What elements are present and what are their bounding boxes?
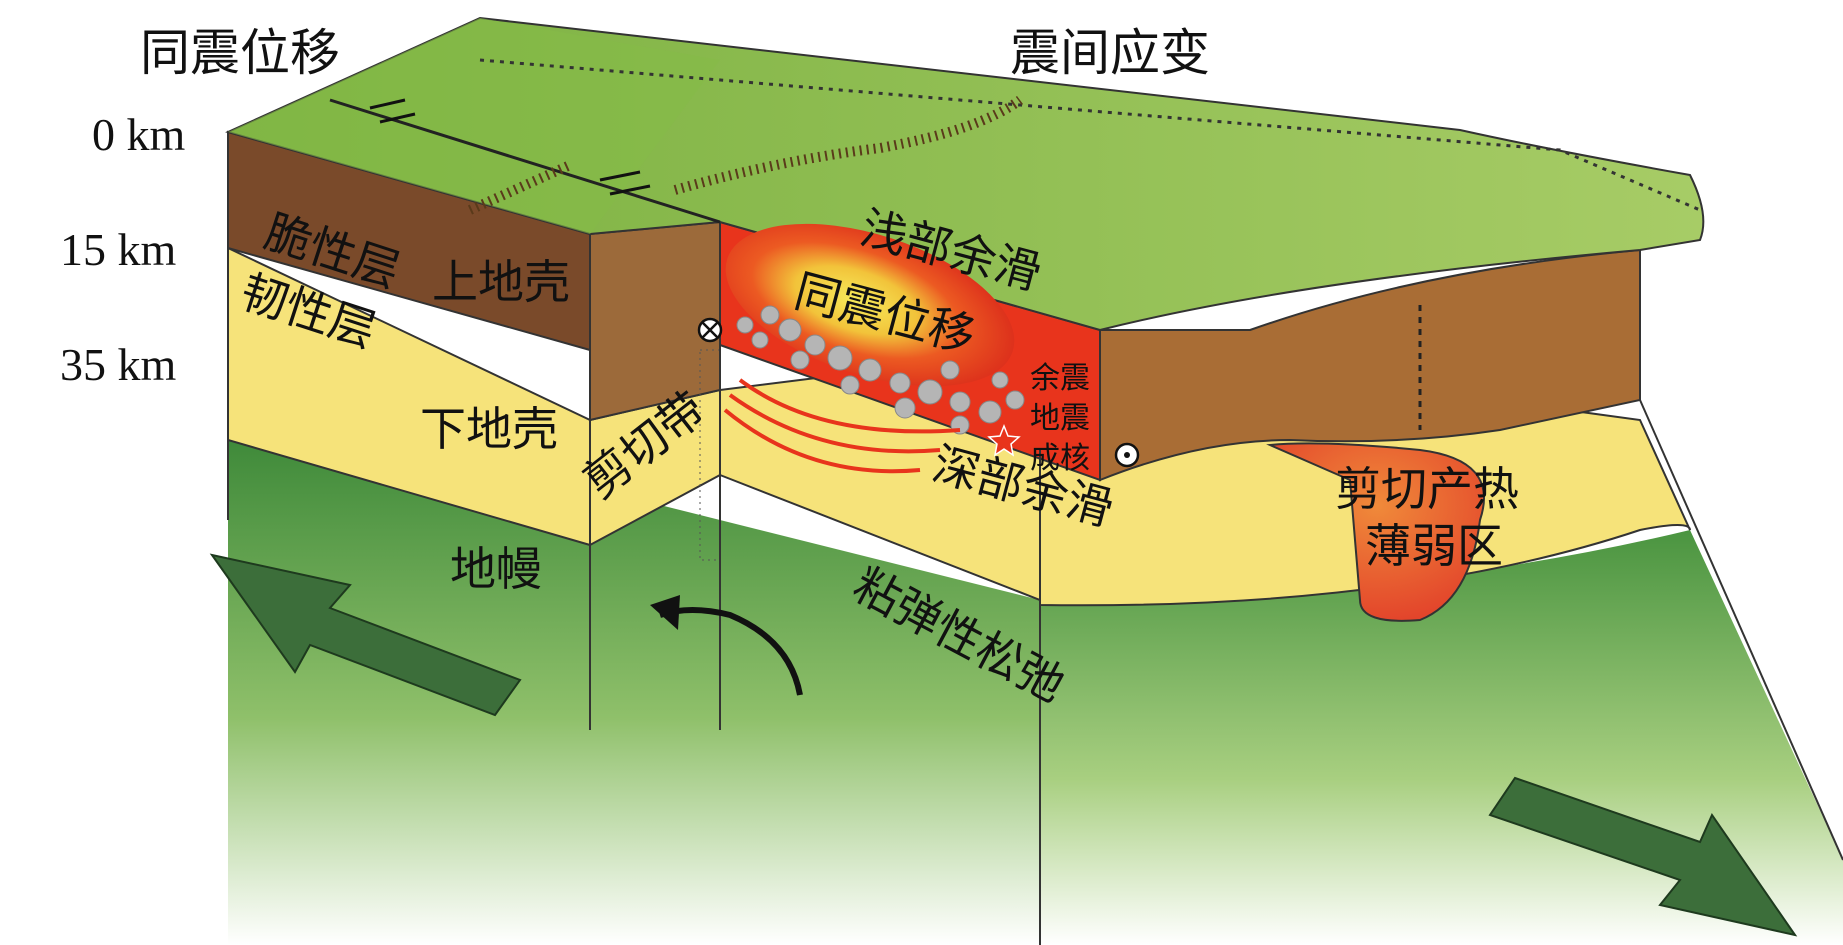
rotation-arrow-head — [650, 595, 680, 630]
mantle-left-face — [228, 440, 1040, 945]
label-coseismic-top: 同震位移 — [140, 24, 340, 82]
coseismic-slip-patch — [725, 223, 1015, 387]
label-aftershock: 余震 — [1030, 361, 1090, 396]
shear-zone-column — [699, 349, 721, 561]
arrow-left-motion — [209, 553, 522, 717]
label-upper-crust: 上地壳 — [432, 255, 570, 309]
slip-sense-arrow-2 — [599, 170, 651, 196]
edge-far — [1639, 399, 1843, 861]
slip-sense-arrow-1 — [369, 98, 416, 124]
fault-trace — [479, 58, 1701, 212]
label-nucleation-2: 成核 — [1030, 441, 1090, 476]
deep-afterslip-arcs — [723, 378, 961, 474]
label-shear-heating-1: 剪切产热 — [1335, 462, 1519, 516]
shear-heating-zone — [1266, 442, 1485, 622]
rotation-arrow — [659, 607, 803, 696]
upper-crust-step-side — [589, 220, 721, 422]
aftershock-cloud — [736, 305, 1025, 435]
label-mantle: 地幔 — [450, 542, 542, 596]
fence-offset-left — [467, 160, 573, 215]
depth-label-15: 15 km — [60, 224, 177, 275]
label-interseismic: 震间应变 — [1010, 24, 1210, 82]
surface-rupture-line — [329, 98, 721, 224]
label-shear-heating-2: 薄弱区 — [1365, 519, 1503, 573]
arrow-right-motion — [1488, 776, 1798, 937]
surface-left-block — [228, 18, 720, 234]
label-nucleation-1: 地震 — [1030, 401, 1090, 436]
depth-label-35: 35 km — [60, 339, 177, 390]
label-lower-crust: 下地壳 — [420, 402, 558, 456]
upper-crust-right-front — [1099, 248, 1641, 482]
depth-label-0: 0 km — [92, 109, 186, 160]
hypocenter-star — [987, 423, 1021, 457]
